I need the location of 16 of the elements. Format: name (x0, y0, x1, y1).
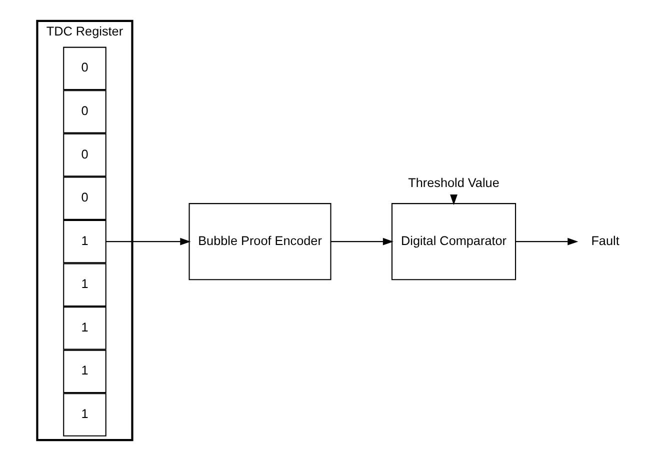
arrow (516, 238, 578, 246)
node-box: 0 (63, 46, 106, 90)
node-text: Threshold Value (408, 176, 500, 190)
arrow (450, 194, 458, 206)
node-box: 0 (63, 176, 106, 220)
node-text: Fault (591, 234, 620, 248)
node-box: 0 (63, 90, 106, 134)
node-box: 1 (63, 306, 106, 350)
arrow (106, 238, 191, 246)
node-box: 1 (63, 350, 106, 394)
node-box: 1 (63, 220, 106, 264)
arrow (330, 238, 394, 246)
node-box: 0 (63, 133, 106, 177)
node-box: 1 (63, 263, 106, 307)
node-box: 1 (63, 393, 106, 436)
node-box: Bubble Proof Encoder (188, 203, 332, 280)
